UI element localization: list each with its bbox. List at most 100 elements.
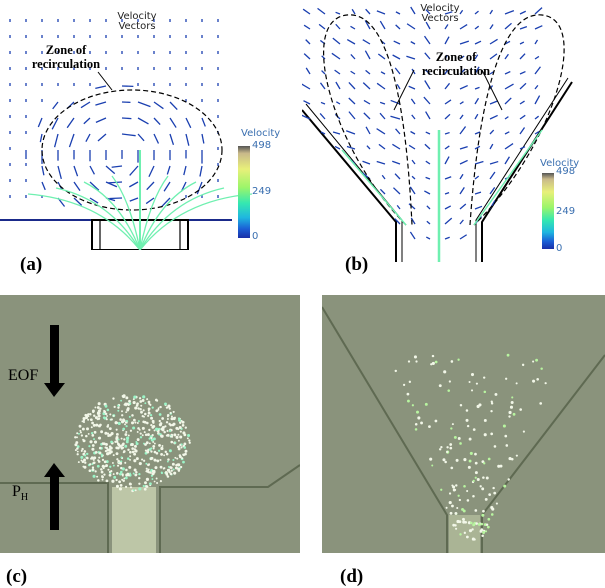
zone-pointer-left	[393, 69, 415, 111]
particle	[142, 409, 145, 412]
velocity-vector	[411, 175, 416, 180]
particle	[173, 433, 177, 437]
velocity-vector	[424, 69, 431, 75]
particle	[98, 452, 101, 455]
particle	[169, 411, 172, 415]
particle	[101, 475, 104, 478]
velocity-vector	[459, 234, 468, 240]
velocity-vector	[196, 181, 203, 195]
particle	[121, 478, 124, 481]
particle	[444, 460, 447, 464]
particle	[448, 380, 451, 383]
velocity-vector	[363, 112, 371, 120]
particle	[163, 430, 166, 434]
particle	[135, 473, 138, 476]
particle	[115, 472, 119, 475]
particle	[170, 469, 173, 472]
particle	[143, 459, 146, 462]
velocity-vector	[378, 143, 386, 150]
particle	[80, 455, 84, 459]
particle	[184, 426, 187, 429]
particle	[135, 404, 139, 407]
particle	[134, 406, 138, 410]
particle	[174, 456, 177, 459]
particle	[112, 454, 115, 457]
velocity-vector	[302, 83, 311, 90]
particle	[510, 400, 514, 404]
particle	[179, 435, 183, 439]
particle	[153, 480, 156, 483]
particle	[121, 410, 123, 413]
particle	[456, 506, 459, 510]
particle	[136, 438, 140, 442]
particle	[119, 483, 123, 487]
legend-mid-b: 249	[556, 206, 576, 217]
particle	[138, 428, 141, 431]
particle	[112, 397, 115, 400]
particle	[86, 427, 89, 431]
particle	[118, 487, 122, 491]
particle	[151, 406, 154, 409]
particle	[445, 506, 448, 509]
velocity-vector	[489, 24, 494, 30]
particle	[471, 537, 475, 541]
particle	[147, 411, 151, 415]
particle	[144, 449, 148, 452]
particle	[160, 446, 164, 451]
particle	[165, 471, 168, 475]
particle	[80, 449, 83, 452]
velocity-vector	[109, 197, 123, 200]
velocity-vector	[303, 100, 311, 105]
particle	[94, 406, 97, 409]
particle	[180, 443, 183, 446]
recirculation-boundary	[41, 89, 223, 211]
velocity-vector	[489, 129, 495, 135]
particle	[89, 418, 93, 422]
particle	[478, 403, 482, 407]
velocity-vector	[379, 112, 386, 120]
particle	[170, 440, 174, 444]
velocity-vector	[73, 181, 81, 191]
caption-b: (b)	[345, 254, 369, 275]
particle	[115, 432, 119, 436]
particle	[108, 470, 111, 474]
particle	[108, 473, 112, 477]
particle	[124, 423, 126, 426]
particle	[509, 405, 514, 409]
particle	[158, 433, 160, 436]
particle	[174, 466, 178, 470]
panel-b: Velocity Vectors Zone of recirculation V…	[302, 0, 605, 262]
particle	[147, 448, 150, 451]
particle	[407, 360, 411, 363]
particle	[90, 432, 94, 435]
particle	[91, 434, 95, 437]
velocity-vector	[410, 41, 416, 45]
particle	[446, 450, 449, 454]
particle	[91, 447, 95, 451]
particle	[108, 451, 112, 455]
streamline	[139, 181, 197, 250]
particle	[493, 445, 497, 448]
particle	[140, 404, 143, 407]
ph-main: P	[12, 483, 21, 500]
particle	[114, 440, 117, 443]
particle	[104, 412, 108, 416]
velocity-vector	[52, 101, 59, 110]
particle	[90, 426, 93, 429]
particle	[151, 434, 154, 437]
particle	[475, 522, 478, 525]
recirculation-boundary-right	[469, 14, 565, 226]
velocity-vector	[534, 66, 541, 75]
particle	[82, 417, 86, 421]
velocity-vector	[80, 101, 91, 109]
particle	[99, 407, 102, 410]
particle	[475, 382, 478, 385]
particle	[128, 415, 131, 418]
velocity-vector	[444, 192, 450, 195]
velocity-vector	[129, 197, 139, 202]
particle	[122, 427, 126, 431]
velocity-vector	[392, 160, 401, 165]
particle	[123, 477, 126, 480]
velocity-vector	[137, 133, 145, 142]
velocity-vector	[504, 97, 512, 105]
